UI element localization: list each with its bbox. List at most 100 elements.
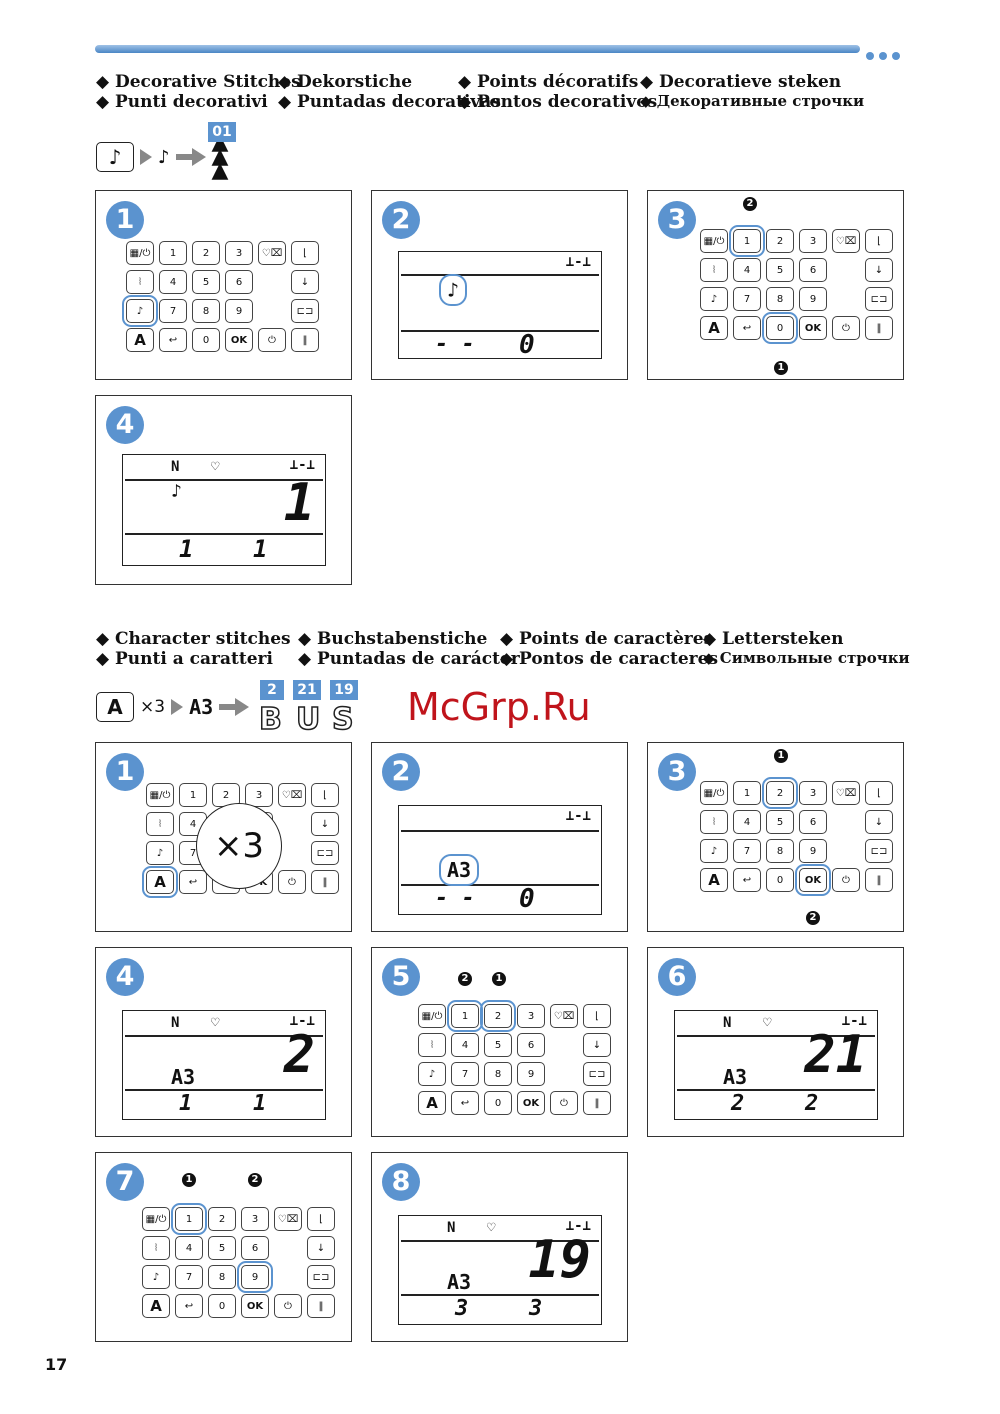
- keypad-key[interactable]: 6: [517, 1033, 545, 1057]
- keypad-key[interactable]: 5: [484, 1033, 512, 1057]
- keypad-key[interactable]: 6: [241, 1236, 269, 1260]
- keypad-key[interactable]: ♪: [142, 1265, 170, 1289]
- keypad-key[interactable]: ⌊: [307, 1207, 335, 1231]
- keypad-key[interactable]: 1: [179, 783, 207, 807]
- keypad-key[interactable]: ↩: [175, 1294, 203, 1318]
- keypad-key[interactable]: ♡⌧: [832, 781, 860, 805]
- keypad-key[interactable]: ↩: [733, 868, 761, 892]
- keypad-key[interactable]: 2: [766, 229, 794, 253]
- keypad-key[interactable]: 1: [447, 1000, 483, 1032]
- keypad-key[interactable]: 9: [799, 839, 827, 863]
- keypad-key[interactable]: ♡⌧: [832, 229, 860, 253]
- keypad-key[interactable]: 4: [733, 810, 761, 834]
- keypad-key[interactable]: ⏻: [832, 868, 860, 892]
- keypad-key[interactable]: ↓: [583, 1033, 611, 1057]
- keypad-key[interactable]: ⏻: [832, 316, 860, 340]
- keypad-key[interactable]: ↓: [865, 810, 893, 834]
- keypad-key[interactable]: ⦚: [700, 810, 728, 834]
- keypad-key[interactable]: ↩: [159, 328, 187, 352]
- keypad-key[interactable]: ⌊: [865, 781, 893, 805]
- keypad-key[interactable]: ‖: [307, 1294, 335, 1318]
- keypad-key[interactable]: A: [700, 868, 728, 892]
- keypad-key[interactable]: OK: [241, 1294, 269, 1318]
- keypad-key[interactable]: ↩: [733, 316, 761, 340]
- keypad-key[interactable]: 0: [484, 1091, 512, 1115]
- keypad-key[interactable]: ♪: [418, 1062, 446, 1086]
- keypad-key[interactable]: 0: [192, 328, 220, 352]
- keypad-key[interactable]: 7: [159, 299, 187, 323]
- keypad-key[interactable]: A: [126, 328, 154, 352]
- keypad-key[interactable]: ♪: [146, 841, 174, 865]
- keypad-key[interactable]: 2: [480, 1000, 516, 1032]
- keypad-key[interactable]: ⊏⊐: [307, 1265, 335, 1289]
- keypad-key[interactable]: 9: [225, 299, 253, 323]
- keypad-key[interactable]: ⦚: [146, 812, 174, 836]
- keypad-key[interactable]: 4: [451, 1033, 479, 1057]
- keypad-key[interactable]: A: [418, 1091, 446, 1115]
- keypad-key[interactable]: ↩: [451, 1091, 479, 1115]
- keypad-key[interactable]: OK: [799, 316, 827, 340]
- keypad-key[interactable]: ♪: [122, 295, 158, 327]
- keypad-key[interactable]: ♡⌧: [550, 1004, 578, 1028]
- keypad-key[interactable]: 8: [192, 299, 220, 323]
- keypad-key[interactable]: ♡⌧: [258, 241, 286, 265]
- keypad-key[interactable]: 5: [766, 258, 794, 282]
- keypad-key[interactable]: 3: [241, 1207, 269, 1231]
- keypad-key[interactable]: OK: [517, 1091, 545, 1115]
- keypad-key[interactable]: ⦚: [418, 1033, 446, 1057]
- keypad-key[interactable]: ♪: [700, 287, 728, 311]
- keypad-key[interactable]: 6: [799, 258, 827, 282]
- keypad-key[interactable]: ▦/⏻: [418, 1004, 446, 1028]
- keypad-key[interactable]: ⏻: [278, 870, 306, 894]
- keypad-key[interactable]: 8: [208, 1265, 236, 1289]
- keypad-key[interactable]: 5: [766, 810, 794, 834]
- keypad-key[interactable]: ⏻: [274, 1294, 302, 1318]
- keypad-key[interactable]: ⏻: [550, 1091, 578, 1115]
- keypad-key[interactable]: ‖: [865, 316, 893, 340]
- keypad-key[interactable]: 6: [799, 810, 827, 834]
- keypad-key[interactable]: OK: [225, 328, 253, 352]
- keypad-key[interactable]: ⊏⊐: [291, 299, 319, 323]
- keypad-key[interactable]: 9: [237, 1261, 273, 1293]
- keypad-key[interactable]: A: [700, 316, 728, 340]
- keypad-key[interactable]: ▦/⏻: [700, 781, 728, 805]
- keypad-key[interactable]: 8: [766, 287, 794, 311]
- keypad-key[interactable]: ↓: [865, 258, 893, 282]
- keypad-key[interactable]: 7: [451, 1062, 479, 1086]
- keypad-key[interactable]: 5: [192, 270, 220, 294]
- keypad-key[interactable]: 0: [762, 312, 798, 344]
- keypad-key[interactable]: ↓: [307, 1236, 335, 1260]
- keypad-key[interactable]: 3: [245, 783, 273, 807]
- keypad-key[interactable]: 4: [159, 270, 187, 294]
- keypad-key[interactable]: ⏻: [258, 328, 286, 352]
- keypad-key[interactable]: ‖: [865, 868, 893, 892]
- keypad-key[interactable]: 8: [766, 839, 794, 863]
- keypad-key[interactable]: 3: [517, 1004, 545, 1028]
- keypad-key[interactable]: 4: [175, 1236, 203, 1260]
- keypad-key[interactable]: 1: [729, 225, 765, 257]
- keypad-key[interactable]: ↓: [311, 812, 339, 836]
- keypad-key[interactable]: ‖: [291, 328, 319, 352]
- keypad-key[interactable]: 3: [225, 241, 253, 265]
- keypad-key[interactable]: ‖: [311, 870, 339, 894]
- keypad-key[interactable]: A: [142, 866, 178, 898]
- keypad-key[interactable]: 7: [175, 1265, 203, 1289]
- keypad-key[interactable]: ▦/⏻: [142, 1207, 170, 1231]
- keypad-key[interactable]: 7: [733, 287, 761, 311]
- keypad-key[interactable]: ⊏⊐: [865, 287, 893, 311]
- keypad-key[interactable]: 2: [762, 777, 798, 809]
- keypad-key[interactable]: 4: [733, 258, 761, 282]
- keypad-key[interactable]: 2: [192, 241, 220, 265]
- keypad-key[interactable]: 9: [799, 287, 827, 311]
- keypad-key[interactable]: ↓: [291, 270, 319, 294]
- keypad-key[interactable]: ⦚: [700, 258, 728, 282]
- keypad-key[interactable]: ⊏⊐: [865, 839, 893, 863]
- keypad-key[interactable]: 1: [733, 781, 761, 805]
- keypad-key[interactable]: ▦/⏻: [700, 229, 728, 253]
- keypad-key[interactable]: 9: [517, 1062, 545, 1086]
- keypad-key[interactable]: ⌊: [865, 229, 893, 253]
- keypad-key[interactable]: 0: [208, 1294, 236, 1318]
- keypad-key[interactable]: ‖: [583, 1091, 611, 1115]
- keypad-key[interactable]: ⌊: [311, 783, 339, 807]
- keypad-key[interactable]: ⌊: [583, 1004, 611, 1028]
